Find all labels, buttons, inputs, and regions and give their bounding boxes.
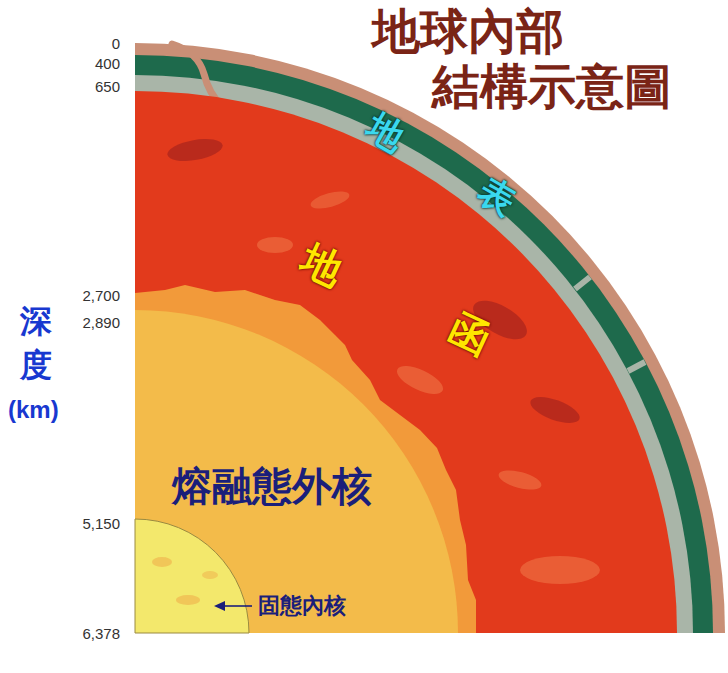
axis-title: 深度 [20, 300, 52, 388]
plume [497, 467, 544, 494]
plate-gap [575, 277, 590, 289]
crust-layer [135, 43, 725, 633]
diagram-title: 地球內部 結構示意圖 [372, 4, 712, 114]
leader-line [224, 605, 252, 607]
plume [257, 237, 293, 253]
depth-value: 6,378 [60, 625, 120, 642]
outer-core [135, 310, 458, 633]
plume [166, 135, 225, 164]
arrow-head [214, 601, 225, 611]
depth-value: 5,150 [60, 515, 120, 532]
core-spot [152, 557, 172, 567]
layer-name: 固態內核 [258, 591, 346, 621]
depth-value: 650 [60, 78, 120, 95]
inner-core [135, 519, 249, 633]
depth-value: 2,890 [60, 314, 120, 331]
depth-value: 400 [60, 55, 120, 72]
plume [520, 556, 600, 584]
plate-gap [628, 362, 645, 371]
layer-name: 熔融態外核 [172, 459, 372, 514]
core-spot [202, 571, 218, 579]
lithosphere-layer [135, 55, 713, 633]
depth-value: 0 [60, 35, 120, 52]
axis-unit: (km) [8, 396, 59, 424]
core-spot [176, 595, 200, 605]
plume [309, 188, 351, 212]
depth-value: 2,700 [60, 287, 120, 304]
plume [393, 360, 447, 399]
